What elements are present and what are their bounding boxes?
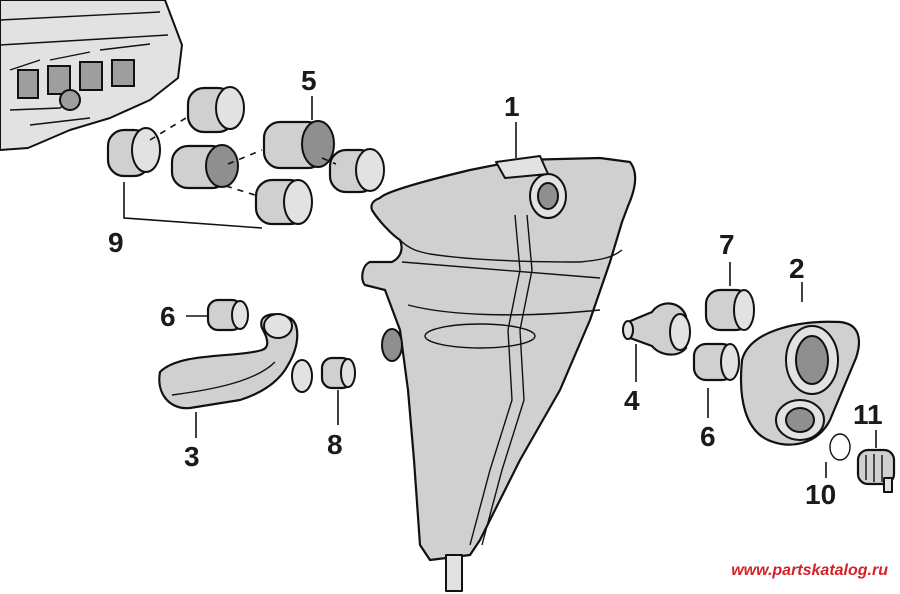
- callout-6-right: 6: [700, 421, 716, 452]
- callout-11: 11: [853, 399, 883, 430]
- filler-neck: [739, 320, 860, 446]
- leader-lines: [123, 96, 877, 478]
- clamp-9b: [170, 144, 239, 190]
- clamp-9c: [254, 178, 313, 226]
- callout-labels: 1 2 3 4 5 6 6 7 8 9 10 11: [108, 65, 883, 510]
- callout-9: 9: [108, 227, 124, 258]
- engine-block-fragment: [0, 0, 183, 151]
- reservoir-tank: [361, 155, 637, 592]
- plug: [856, 448, 896, 493]
- callout-8: 8: [327, 429, 343, 460]
- callout-1: 1: [504, 91, 520, 122]
- callout-7: 7: [719, 229, 735, 260]
- clamp-5a: [186, 86, 245, 134]
- elbow-fitting: [622, 302, 691, 356]
- clamp-9a: [106, 127, 161, 178]
- callout-3: 3: [184, 441, 200, 472]
- callout-5: 5: [301, 65, 317, 96]
- clamp-group-upper: [106, 86, 385, 226]
- clamp-5c: [328, 148, 385, 194]
- clamp-5b: [262, 120, 335, 170]
- o-ring: [829, 433, 851, 461]
- clamp-6-right: [692, 342, 740, 382]
- watermark-text: www.partskatalog.ru: [731, 562, 888, 579]
- callout-6-left: 6: [160, 301, 176, 332]
- clamp-8: [320, 356, 356, 390]
- callout-2: 2: [789, 253, 805, 284]
- clamp-6-left: [206, 298, 249, 332]
- hose: [158, 313, 313, 410]
- callout-10: 10: [805, 479, 836, 510]
- clamp-7: [704, 288, 755, 332]
- callout-4: 4: [624, 385, 640, 416]
